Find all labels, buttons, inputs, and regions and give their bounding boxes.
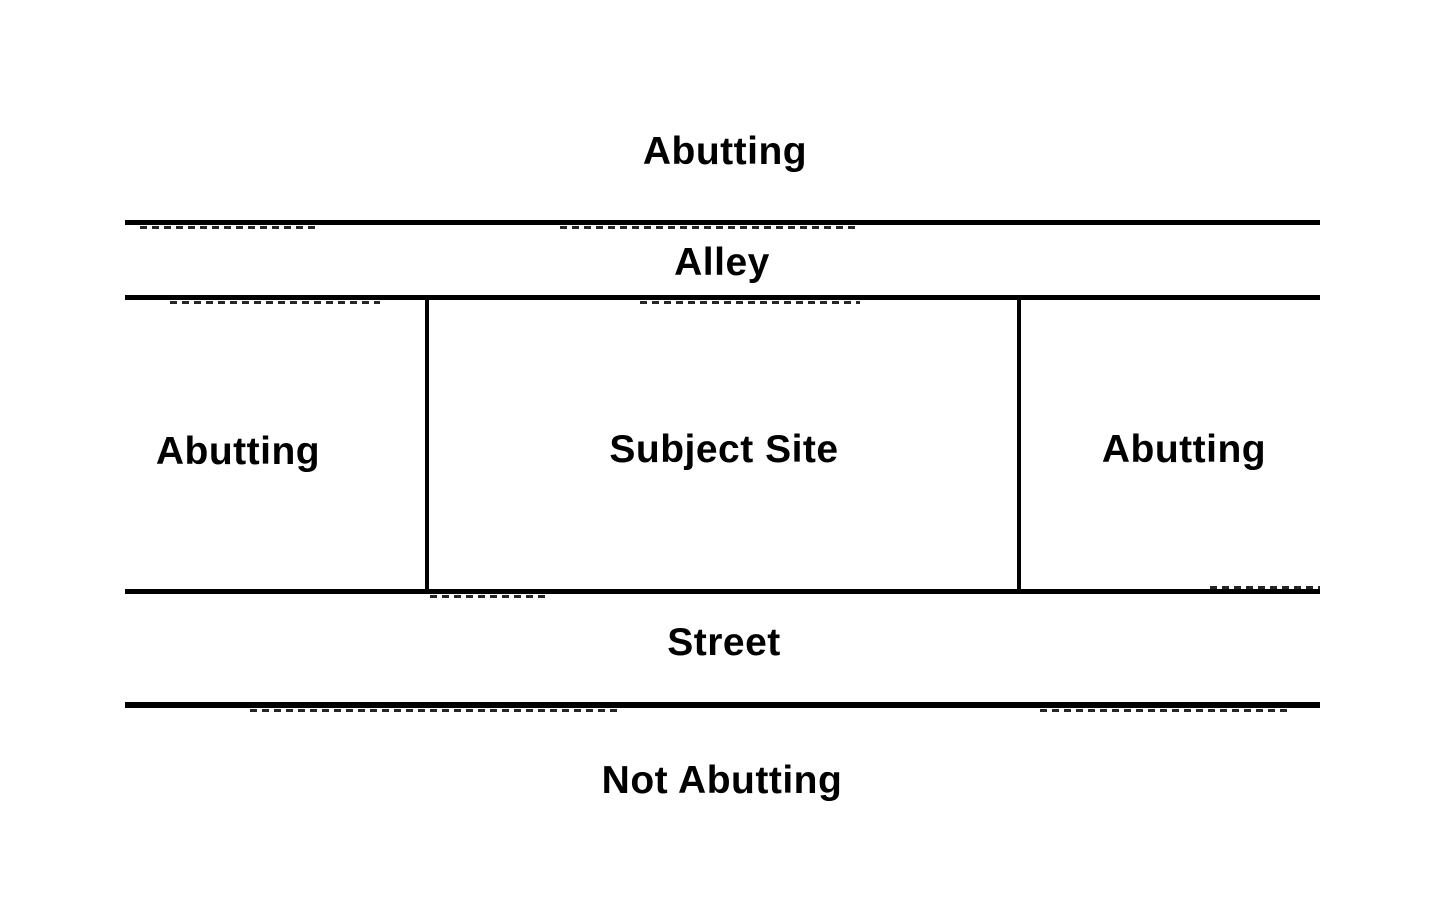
scan-artifact: [640, 301, 860, 304]
alley-label: Alley: [674, 241, 770, 284]
scan-artifact: [170, 301, 380, 304]
street-north-boundary-line: [125, 589, 1320, 594]
street-south-boundary-line: [125, 702, 1320, 708]
west-abutting-label: Abutting: [155, 430, 321, 473]
street-label: Street: [667, 621, 781, 664]
not-abutting-label: Not Abutting: [601, 759, 843, 802]
north-abutting-label: Abutting: [642, 130, 808, 173]
scan-artifact: [430, 595, 550, 598]
east-parcel-divider-line: [1017, 297, 1021, 592]
scan-artifact: [560, 226, 860, 229]
west-parcel-divider-line: [425, 297, 429, 593]
scan-artifact: [1210, 586, 1320, 589]
alley-south-boundary-line: [125, 295, 1320, 300]
scan-artifact: [140, 226, 320, 229]
east-abutting-label: Abutting: [1101, 428, 1267, 471]
scan-artifact: [250, 709, 620, 712]
scan-artifact: [1040, 709, 1290, 712]
alley-north-boundary-line: [125, 220, 1320, 225]
subject-site-label: Subject Site: [609, 428, 839, 471]
